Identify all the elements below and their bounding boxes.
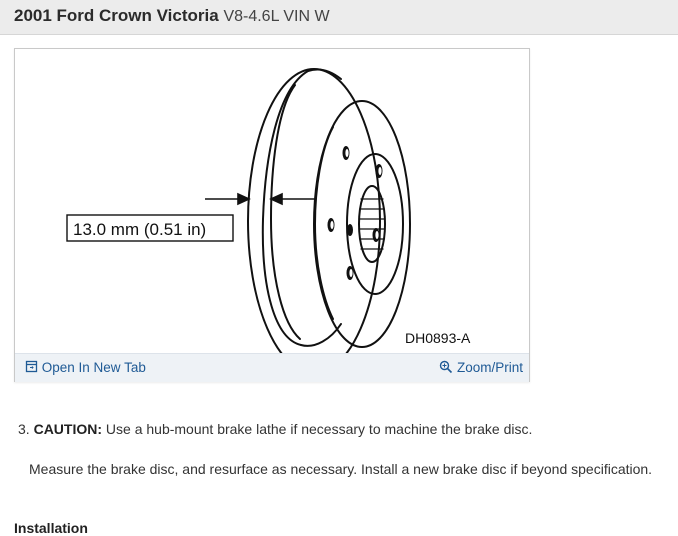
step-number: 3. — [18, 421, 30, 437]
page-header: 2001 Ford Crown Victoria V8-4.6L VIN W — [0, 0, 678, 35]
figure-panel: 13.0 mm (0.51 in) DH0893-A Open In New T… — [14, 48, 530, 382]
procedure-step: 3. CAUTION: Use a hub-mount brake lathe … — [18, 421, 532, 437]
open-in-new-tab-link[interactable]: Open In New Tab — [25, 360, 146, 376]
zoom-print-label: Zoom/Print — [456, 360, 523, 376]
vehicle-title: 2001 Ford Crown Victoria V8-4.6L VIN W — [14, 6, 330, 26]
measurement-label: 13.0 mm (0.51 in) — [73, 220, 206, 239]
figure-footer: Open In New Tab Zoom/Print — [15, 353, 529, 382]
installation-heading: Installation — [14, 520, 88, 536]
measurement-label-box — [66, 214, 234, 242]
caution-text: Use a hub-mount brake lathe if necessary… — [105, 421, 533, 437]
vehicle-name: 2001 Ford Crown Victoria — [14, 6, 219, 25]
zoom-print-link[interactable]: Zoom/Print — [439, 360, 523, 377]
caution-label: CAUTION: — [33, 421, 103, 437]
procedure-paragraph: Measure the brake disc, and resurface as… — [29, 461, 653, 477]
zoom-icon — [439, 360, 453, 377]
brake-disc-illustration: 13.0 mm (0.51 in) DH0893-A — [66, 68, 471, 353]
open-in-new-tab-label: Open In New Tab — [41, 360, 146, 375]
vehicle-engine: V8-4.6L VIN W — [223, 8, 330, 25]
figure-code: DH0893-A — [405, 330, 471, 346]
open-in-new-tab-icon — [25, 360, 38, 376]
